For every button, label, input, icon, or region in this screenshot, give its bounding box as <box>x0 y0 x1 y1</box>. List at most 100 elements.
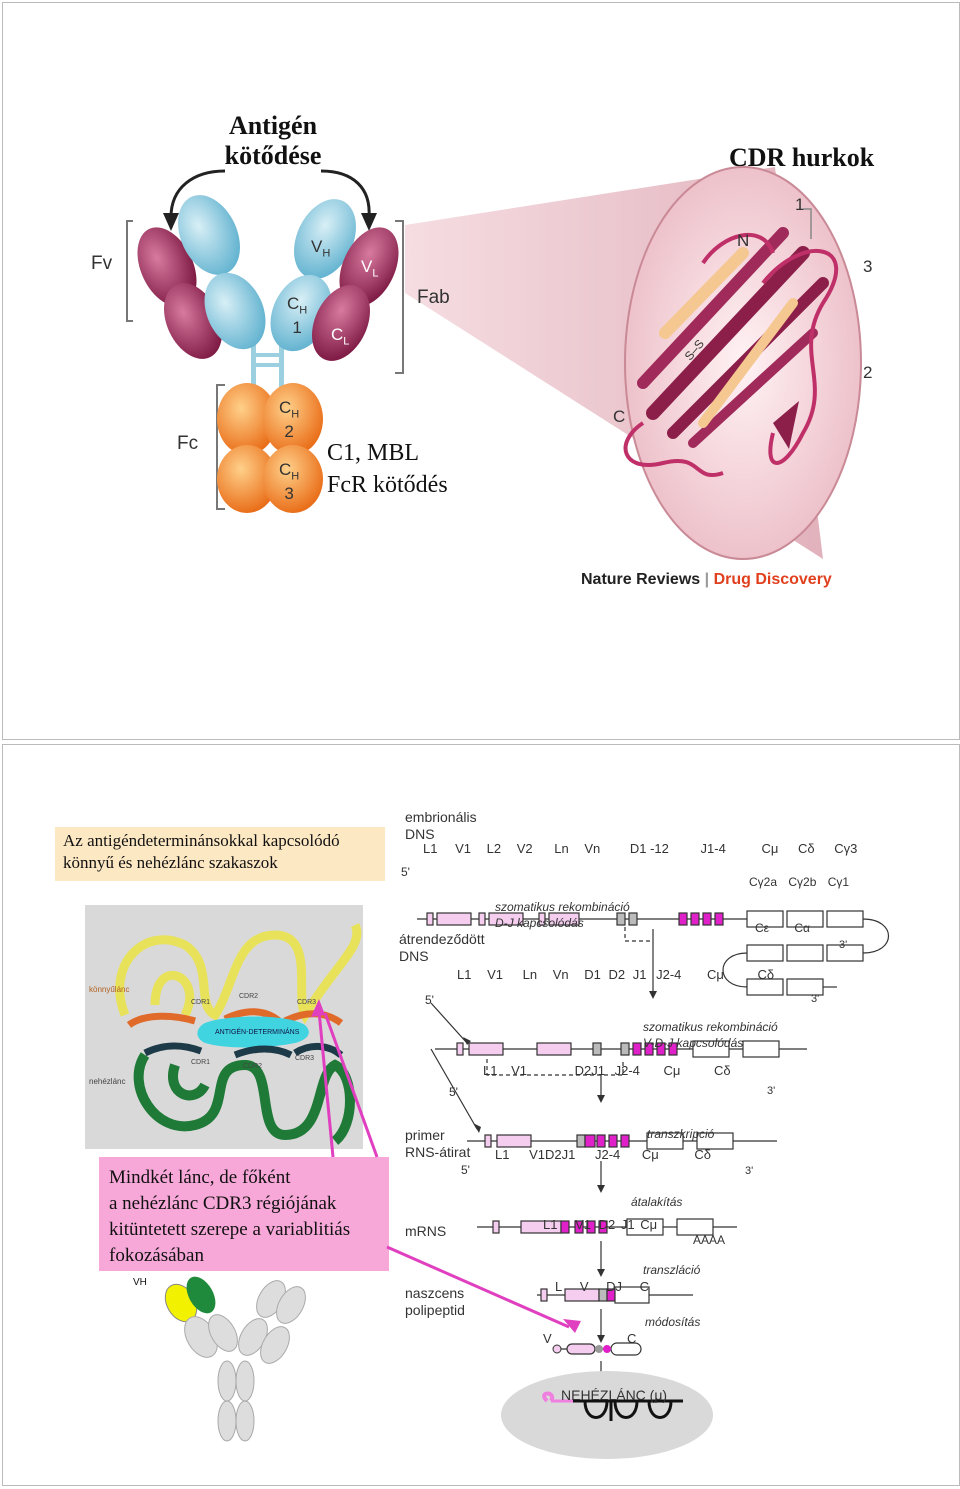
seg2-j2-4: J2-4 <box>656 967 682 982</box>
row2-5prime: 5' <box>425 993 434 1007</box>
seg-j1-4: J1-4 <box>700 841 726 856</box>
cdr2-top-label: CDR2 <box>239 993 259 1000</box>
ch3-domain-right <box>263 445 323 513</box>
seg-d1-12: D1 -12 <box>629 841 669 856</box>
ch3-domain-left <box>217 445 277 513</box>
row1b-labels: Cγ2a Cγ2b Cγ1 <box>749 875 849 889</box>
cdr2-bottom <box>233 1045 293 1059</box>
gene-rearrangement-diagram <box>417 910 889 1459</box>
ch1-number: 1 <box>292 318 302 338</box>
antigen-arrow-right <box>320 169 371 218</box>
seg-v1: V1 <box>455 841 471 856</box>
fc-bracket <box>216 384 225 510</box>
ch2-letter: C <box>279 398 292 417</box>
loop-pointer-lines <box>803 208 812 239</box>
step2-line2: V-D-J kapcsolódás <box>643 1036 744 1050</box>
ch1-letter: C <box>287 294 300 313</box>
processing-label: átalakítás <box>631 1195 683 1209</box>
heavy-chain-final-label: NEHÉZLÁNC (μ) <box>561 1387 668 1403</box>
ch2-number: 2 <box>284 422 294 442</box>
row1-5prime: 5' <box>401 865 410 879</box>
cdr1-bottom <box>143 1042 203 1057</box>
n-terminus-label: N <box>737 231 750 250</box>
antigen-determinant-shape <box>197 1016 309 1048</box>
modification-label: módosítás <box>645 1315 701 1329</box>
light-chain-loop <box>150 971 195 1018</box>
step1-line2: D-J kapcsolódás <box>495 916 584 930</box>
hinge-bar-1 <box>255 353 281 357</box>
seg6-dj: DJ <box>606 1279 623 1294</box>
ch3-letter: C <box>279 460 292 479</box>
seg-calpha: Cα <box>794 921 810 935</box>
ch3-sub: H <box>291 470 300 483</box>
prim-line2: RNS-átirat <box>405 1144 471 1160</box>
ch2-domain-right <box>263 383 323 455</box>
heavy-chain-label: nehézlánc <box>89 1077 126 1086</box>
step2-line1: szomatikus rekombináció <box>643 1020 778 1034</box>
row2-labels: L1 V1 Ln Vn D1 D2 J1 J2-4 Cμ Cδ <box>457 967 774 982</box>
note-line4: fokozásában <box>109 1245 204 1266</box>
cdr1-top <box>126 1012 197 1028</box>
ch2-sub: H <box>291 408 300 421</box>
emb-line1: embrionális <box>405 809 477 825</box>
antigen-determinant-label: ANTIGÉN-DETERMINÁNS <box>215 1029 300 1036</box>
antigen-arrow-left-head <box>163 213 179 231</box>
row4-5prime: 5' <box>461 1163 470 1177</box>
ch3-label: CH 3 <box>279 461 299 502</box>
seg-vn: Vn <box>584 841 601 856</box>
row4-labels: L1 V1D2J1 J2-4 Cμ Cδ <box>495 1147 711 1162</box>
light-constant-domain-right <box>311 285 371 361</box>
seg5-l1: L1 <box>543 1217 558 1232</box>
fv-bracket <box>126 220 133 322</box>
seg-l1: L1 <box>423 841 438 856</box>
row3-labels: L1 V1 D2J1 J2-4 Cμ Cδ <box>483 1063 731 1078</box>
fv-label: Fv <box>91 253 113 274</box>
cdr1-top-label: CDR1 <box>191 999 211 1006</box>
transcription-label: transzkripció <box>647 1127 715 1141</box>
nascent-line2: polipeptid <box>405 1302 465 1318</box>
row2-3prime: 3' <box>811 993 820 1005</box>
seg2-vn: Vn <box>552 967 569 982</box>
credit-section: Drug Discovery <box>713 571 832 588</box>
heavy-chain-loop <box>168 1063 210 1101</box>
final-c-label: C <box>627 1331 637 1346</box>
credit-separator: | <box>704 571 710 588</box>
seg-cdelta: Cδ <box>797 841 815 856</box>
mrna-label: mRNS <box>405 1223 447 1239</box>
cdr3-bottom <box>293 1043 344 1058</box>
heavy-variable-domain-left <box>178 195 240 275</box>
vh-sub: H <box>322 247 331 260</box>
cdr-structure <box>115 922 362 1145</box>
binding-line1: C1, MBL <box>327 440 420 466</box>
final-v-label: V <box>543 1331 552 1346</box>
hinge-left <box>251 343 256 393</box>
seg-ln: Ln <box>554 841 569 856</box>
heavy-ch1-domain-left <box>204 272 266 350</box>
heavy-variable-domain-right <box>294 199 356 279</box>
vh-small-label: VH <box>133 1277 147 1288</box>
fab-bracket <box>395 220 404 374</box>
ch2-label: CH 2 <box>279 399 299 440</box>
antibody-figure <box>126 166 862 560</box>
seg3-l1: L1 <box>483 1063 498 1078</box>
hinge-bar-2 <box>255 363 281 367</box>
credit-journal: Nature Reviews <box>581 571 701 588</box>
seg-cgamma3: Cγ3 <box>834 841 858 856</box>
light-chain-ribbon <box>115 922 362 1025</box>
note-line3: kitüntetett szerepe a variablitiás <box>109 1219 351 1240</box>
binding-line2: FcR kötődés <box>327 472 448 498</box>
seg-cgamma2a: Cγ2a <box>749 875 778 889</box>
seg6-l: L <box>555 1279 563 1294</box>
primary-rna-label: primer RNS-átirat <box>405 1127 470 1161</box>
header-line2: könnyű és nehézlánc szakaszok <box>63 853 278 872</box>
step1-line1: szomatikus rekombináció <box>495 900 630 914</box>
seg3-d2j1: D2J1 <box>574 1063 605 1078</box>
header-text: Az antigéndeterminánsokkal kapcsolódó kö… <box>63 830 340 874</box>
ch3-number: 3 <box>284 484 294 504</box>
seg4-cdelta: Cδ <box>694 1147 712 1162</box>
slide-antibody-structure: Antigén kötődése CDR hurkok <box>2 2 960 740</box>
row1-labels: L1 V1 L2 V2 Ln Vn D1 -12 J1-4 Cμ Cδ Cγ3 <box>423 841 857 856</box>
rearr-line2: DNS <box>399 948 429 964</box>
seg2-d1: D1 <box>584 967 601 982</box>
row1c-labels: Cε Cα <box>755 921 810 935</box>
